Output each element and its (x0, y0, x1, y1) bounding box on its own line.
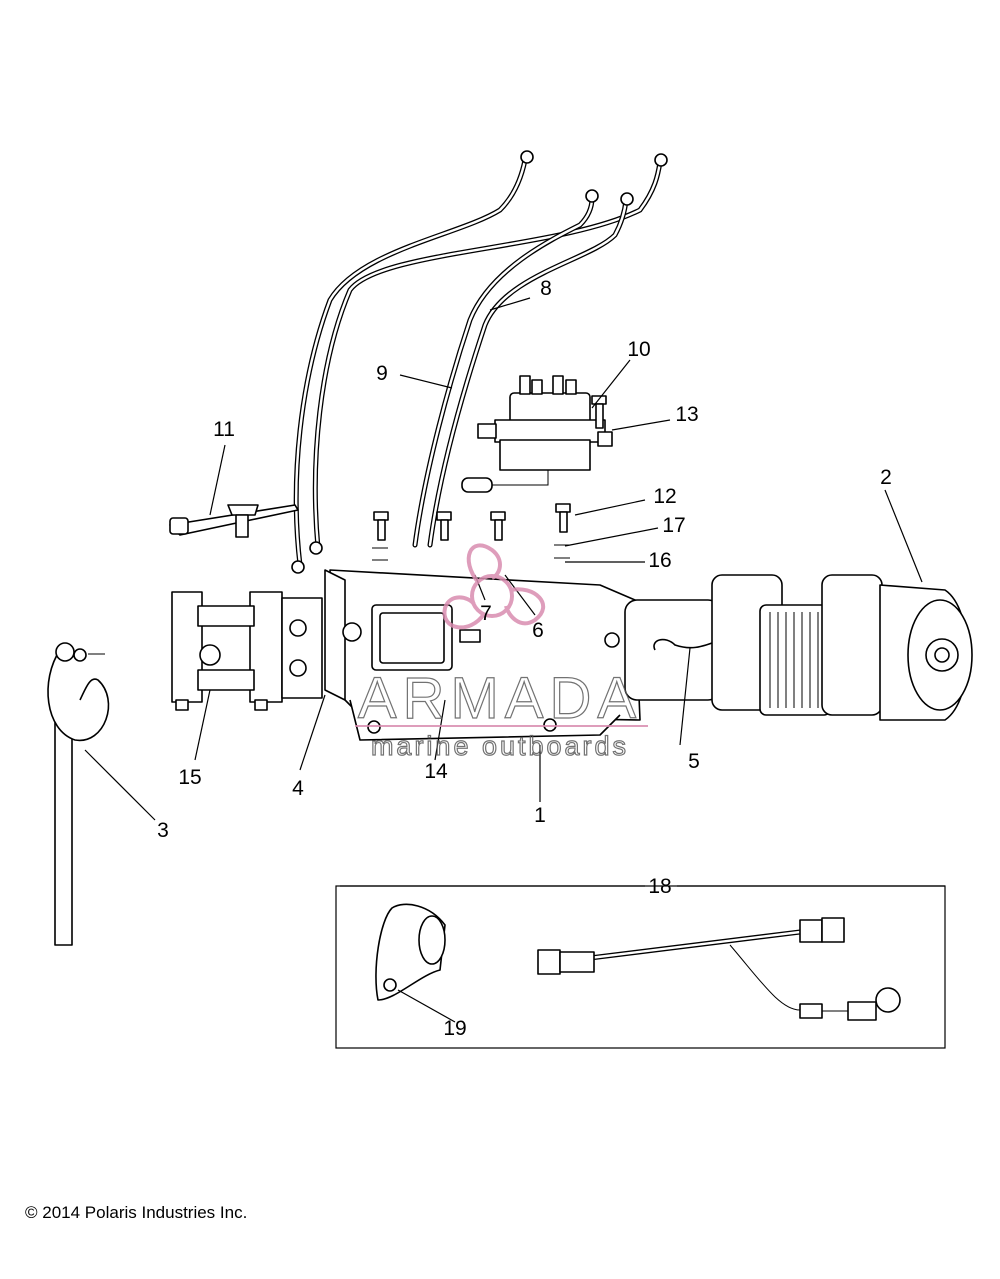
armada-watermark: ARMADA marine outboards (355, 543, 648, 762)
roller-fairlead (171, 591, 362, 711)
callout-5: 5 (688, 750, 700, 773)
callout-9: 9 (376, 362, 388, 385)
winch-drum-assembly (624, 574, 973, 721)
handlebar-switch (375, 903, 446, 1001)
callout-1: 1 (534, 804, 546, 827)
watermark-tagline: marine outboards (371, 731, 629, 761)
mounting-bolts (372, 503, 571, 561)
callout-13: 13 (675, 403, 698, 426)
callout-18: 18 (648, 875, 671, 898)
callout-15: 15 (178, 766, 201, 789)
callout-3: 3 (157, 819, 169, 842)
callout-12: 12 (653, 485, 676, 508)
callout-14: 14 (424, 760, 448, 783)
leader-lines (84, 297, 945, 1023)
battery-cables (291, 150, 668, 574)
winch-mount-plate (324, 569, 641, 741)
callout-17: 17 (662, 514, 685, 537)
callout-2: 2 (880, 466, 892, 489)
callout-10: 10 (627, 338, 650, 361)
drum-windings (769, 612, 819, 708)
winch-hook-strap (47, 642, 110, 946)
callout-8: 8 (540, 277, 552, 300)
contactor-solenoid (461, 375, 613, 493)
watermark-brand: ARMADA (358, 666, 642, 731)
cable-tie (169, 504, 299, 538)
callout-4: 4 (292, 777, 304, 800)
callout-11: 11 (213, 418, 235, 441)
callout-labels: 1 2 3 4 5 6 7 8 9 10 11 12 13 14 15 16 1… (157, 277, 892, 1040)
propeller-logo (442, 543, 545, 630)
callout-7: 7 (480, 602, 492, 625)
callout-6: 6 (532, 619, 544, 642)
callout-16: 16 (648, 549, 671, 572)
callout-19: 19 (443, 1017, 466, 1040)
copyright-notice: © 2014 Polaris Industries Inc. (25, 1203, 248, 1222)
wiring-harness (537, 917, 901, 1021)
